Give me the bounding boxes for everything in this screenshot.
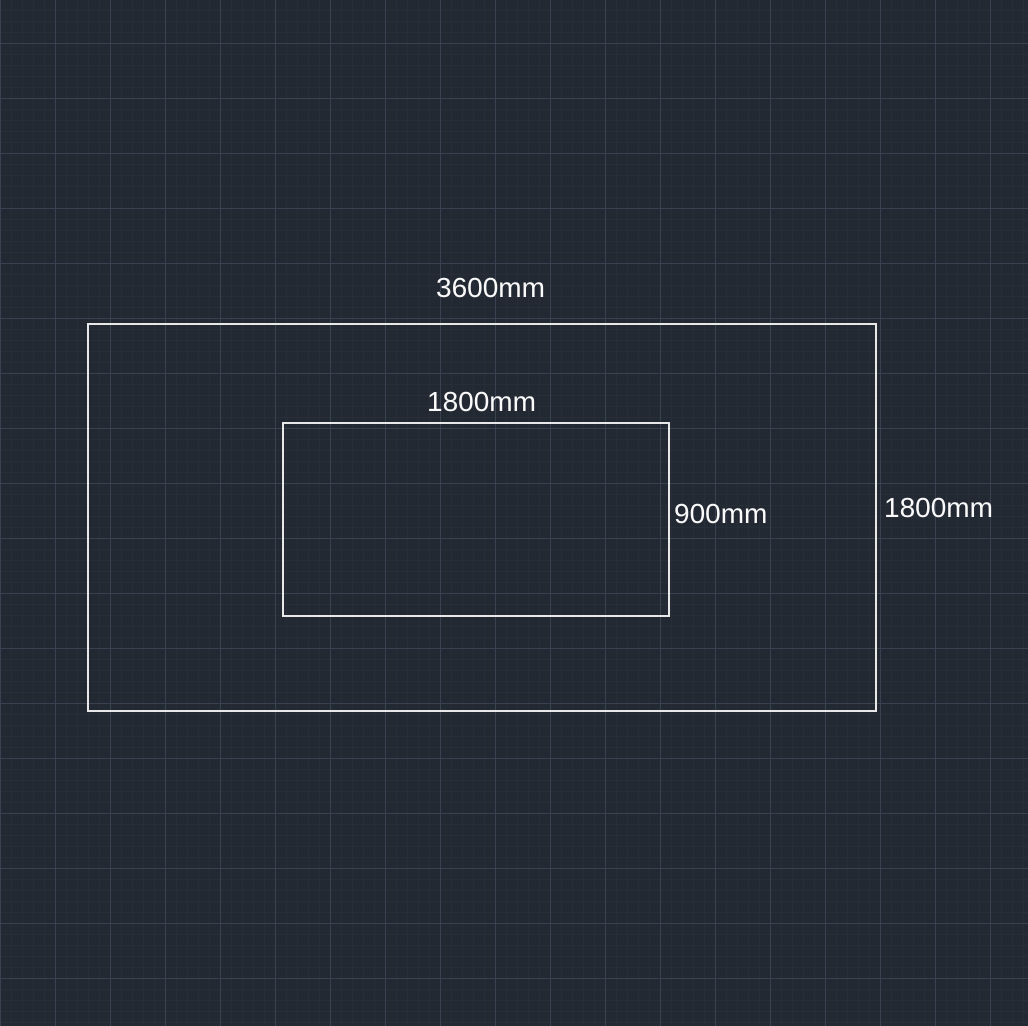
inner-height-dimension-label: 900mm (674, 498, 768, 529)
outer-rectangle[interactable] (87, 323, 877, 712)
outer-height-dimension-label: 1800mm (884, 492, 993, 523)
inner-width-dimension-label: 1800mm (427, 386, 536, 417)
outer-width-dimension-label: 3600mm (436, 272, 545, 303)
inner-rectangle[interactable] (282, 422, 670, 617)
